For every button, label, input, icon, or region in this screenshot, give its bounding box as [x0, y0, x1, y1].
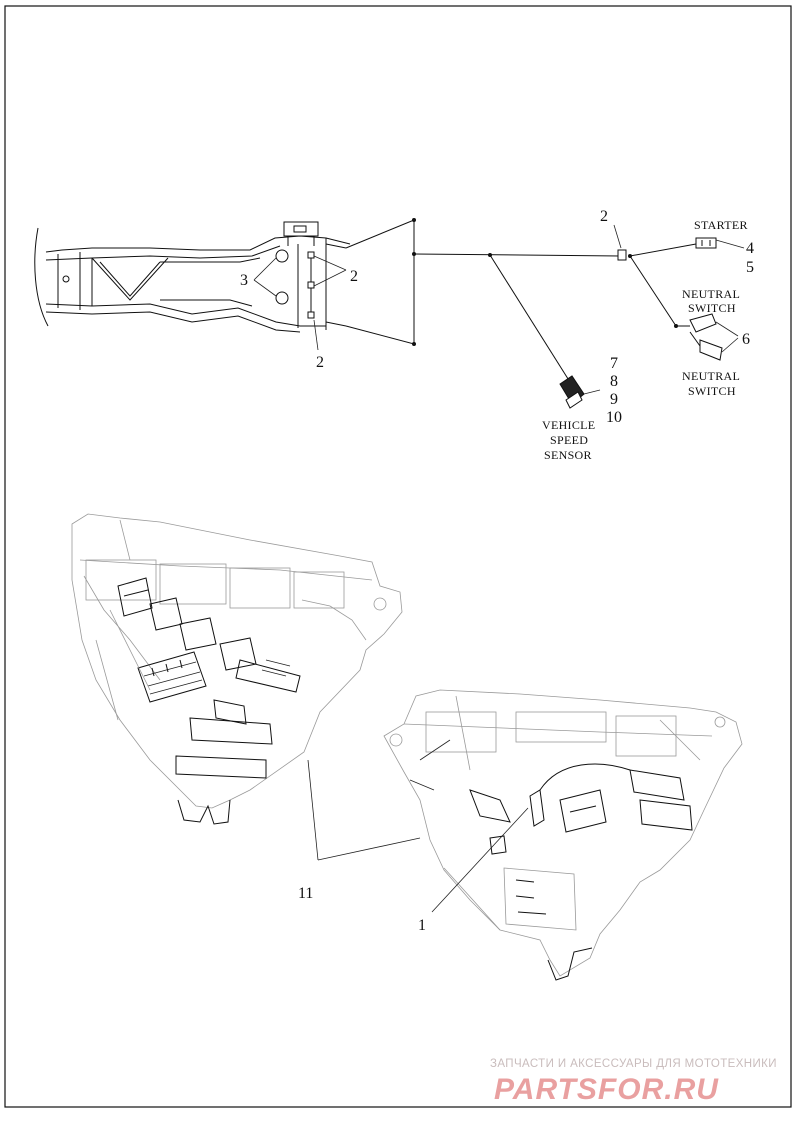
callout-4: 4: [746, 240, 754, 257]
callout-8: 8: [610, 373, 618, 390]
watermark-tagline: ЗАПЧАСТИ И АКСЕССУАРЫ ДЛЯ МОТОТЕХНИКИ: [490, 1058, 777, 1070]
watermark-brand: PARTSFOR.RU: [494, 1073, 719, 1106]
callout-7: 7: [610, 355, 618, 372]
leader-2: [313, 255, 347, 287]
electrical-box-right: [383, 689, 743, 981]
label-neutral-switch-bottom-1: NEUTRAL: [682, 369, 740, 383]
leader-1: [431, 807, 529, 913]
callout-3: 3: [240, 272, 248, 289]
leader-3: [253, 257, 277, 297]
junction-dot: [412, 218, 416, 222]
neutral-switch-connector: [674, 313, 739, 361]
label-neutral-switch-bottom-2: SWITCH: [688, 384, 736, 398]
electrical-box-left: [71, 513, 403, 825]
label-vehicle-speed-sensor-2: SPEED: [550, 433, 588, 447]
starter-connector: [695, 237, 745, 249]
callout-2-node: 2: [600, 208, 608, 225]
label-vehicle-speed-sensor-3: SENSOR: [544, 448, 592, 462]
label-neutral-switch-top-2: SWITCH: [688, 301, 736, 315]
callout-1: 1: [418, 917, 426, 934]
callout-2-frame: 2: [350, 268, 358, 285]
callout-6: 6: [742, 331, 750, 348]
label-neutral-switch-top-1: NEUTRAL: [682, 287, 740, 301]
leader-11: [307, 759, 421, 861]
harness-connector: [617, 249, 627, 261]
callout-9: 9: [610, 391, 618, 408]
vehicle-speed-sensor: [559, 375, 601, 409]
callout-5: 5: [746, 259, 754, 276]
leader-2-bottom: [313, 319, 319, 351]
harness-wiring-lines: [345, 218, 697, 383]
frame-tube-drawing: [34, 221, 351, 333]
label-vehicle-speed-sensor-1: VEHICLE: [542, 418, 595, 432]
label-starter: STARTER: [694, 218, 748, 232]
page-border: [4, 5, 792, 1108]
callout-2-bottom: 2: [316, 354, 324, 371]
callout-11: 11: [298, 885, 313, 902]
junction-dot: [412, 342, 416, 346]
callout-10: 10: [606, 409, 622, 426]
